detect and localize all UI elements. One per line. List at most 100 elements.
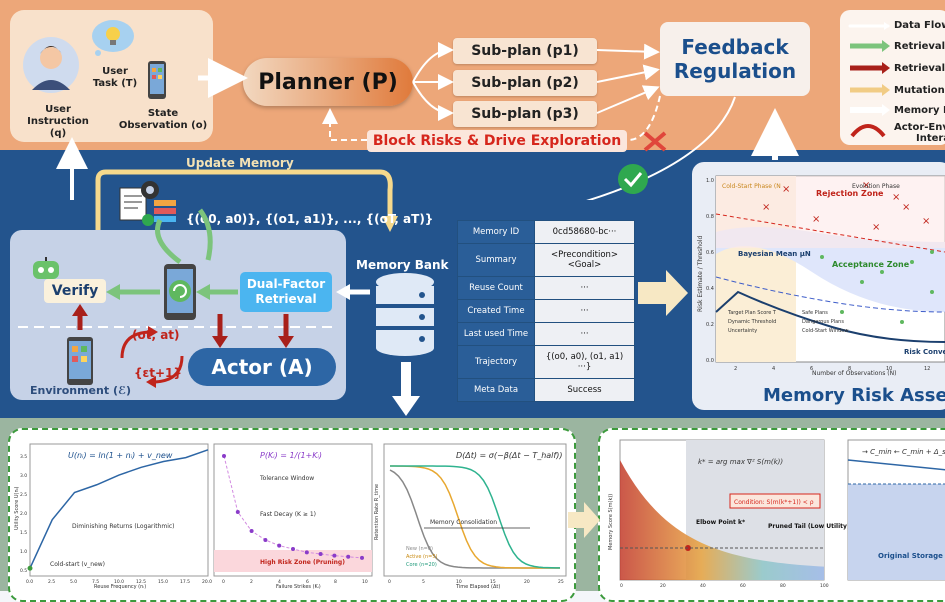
scoring-to-pruning-arrow: [568, 502, 600, 538]
update-memory-arrow: [95, 169, 398, 260]
phone-icon: [148, 61, 166, 99]
dangerous-plan-point: ×: [892, 192, 900, 203]
original-storage-area: [848, 484, 945, 580]
penalty-formula: P(Kᵢ) = 1/(1+Kᵢ): [260, 451, 322, 460]
acceptance-zone-label: Acceptance Zone: [832, 260, 910, 269]
evolution-phase-label: Evolution Phase: [852, 183, 900, 190]
legend-retrieval-red: Retrieval: [894, 63, 945, 74]
risk-y-tick: 0.6: [706, 250, 714, 256]
trajectory-sequence: {(o0, a0)}, {(o1, a1)}, ..., {(oT, aT)}: [186, 212, 434, 226]
cold-start-label: Cold-start (v_new): [50, 561, 105, 568]
safe-plan-point: [860, 280, 864, 284]
subplan-1: Sub-plan (p1): [453, 38, 597, 64]
user-task-label: User Task (T): [92, 66, 138, 89]
cold-start-phase-label: Cold-Start Phase (N: [722, 183, 781, 190]
pruned-tail-label: Pruned Tail (Low Utility): [768, 523, 850, 530]
score-area: [620, 460, 824, 580]
penalty-x-tick: 6: [306, 579, 309, 585]
legend-actor-env: Actor-Env: [894, 122, 945, 133]
utility-x-tick: 15.0: [158, 579, 168, 585]
safe-plan-point: [930, 250, 934, 254]
retention-legend-entry: Active (n=5): [406, 554, 438, 560]
safe-plan-point: [880, 270, 884, 274]
capacity-formula: → C_min ← C_min + Δ_step: [862, 448, 945, 456]
safe-plan-point: [840, 310, 844, 314]
retention-x-tick: 15: [490, 579, 496, 585]
bayesian-mean-line: [715, 276, 945, 313]
utility-y-tick: 3.0: [20, 473, 27, 479]
safe-plan-point: [820, 255, 824, 259]
check-icon: [618, 164, 648, 194]
table-row: Created Time···: [457, 299, 635, 323]
subplan-3: Sub-plan (p3): [453, 101, 597, 127]
risk-y-tick: 0.0: [706, 358, 714, 364]
score-x-tick: 40: [700, 583, 706, 589]
env-phone-icon: [67, 337, 93, 385]
user-instruction-label: User Instruction (q): [27, 104, 89, 139]
risk-y-tick: 0.2: [706, 322, 714, 328]
condition-label: Condition: S(m(k*+1)) < ρ: [734, 499, 814, 506]
dangerous-plan-point: ×: [902, 202, 910, 213]
risk-legend-entry: Target Plan Score T: [727, 310, 777, 316]
utility-y-tick: 1.5: [20, 530, 27, 536]
utility-y-tick: 3.5: [20, 454, 27, 460]
table-to-risk-arrow: [638, 270, 688, 316]
environment-divider: [18, 326, 338, 328]
table-key: Reuse Count: [457, 276, 535, 300]
utility-y-tick: 2.0: [20, 511, 27, 517]
legend-mutation: Mutation a: [894, 85, 945, 96]
utility-x-tick: 10.0: [114, 579, 124, 585]
table-value: ···: [534, 276, 635, 300]
utility-y-tick: 2.5: [20, 492, 27, 498]
condition-box: [729, 493, 821, 509]
risk-y-axis-label: Risk Estimate / Threshold: [697, 236, 704, 312]
utility-formula: U(nᵢ) = ln(1 + nᵢ) + v_new: [68, 451, 173, 460]
dangerous-plan-point: ×: [862, 180, 870, 191]
retention-legend-entry: Core (n=20): [406, 562, 437, 568]
legend-arrow-icons: [848, 22, 890, 138]
utility-y-axis-label: Utility Score U(nᵢ): [14, 486, 20, 530]
risk-x-tick: 8: [848, 366, 851, 372]
risk-x-tick: 2: [734, 366, 737, 372]
table-value: {(o0, a0), (o1, a1) ···}: [534, 345, 635, 379]
legend-data-flow: Data Flow: [894, 20, 945, 31]
feedback-regulation-node: Feedback Regulation: [660, 22, 810, 96]
score-y-axis-label: Memory Score S(m(k)): [608, 494, 614, 550]
utility-x-tick: 12.5: [136, 579, 146, 585]
table-value: ···: [534, 322, 635, 346]
risk-y-tick: 1.0: [706, 178, 714, 184]
database-icon: [376, 273, 434, 356]
memory-consolidation-label: Memory Consolidation: [430, 519, 497, 526]
dynamic-threshold-line: [715, 213, 945, 253]
uncertainty-band: [716, 227, 945, 312]
retention-x-tick: 20: [524, 579, 530, 585]
penalty-point: [235, 510, 240, 514]
environment-label: Environment (ℰ): [30, 384, 132, 397]
original-storage-label: Original Storage: [878, 552, 943, 560]
risk-y-tick: 0.8: [706, 214, 714, 220]
penalty-x-axis-label: Failure Strikes (Kᵢ): [276, 584, 321, 590]
penalty-point: [346, 554, 351, 559]
legend-memory-flow: Memory F: [894, 105, 945, 116]
dangerous-plan-point: ×: [762, 202, 770, 213]
robot-icon: [33, 257, 59, 279]
safe-plan-point: [900, 320, 904, 324]
penalty-x-tick: 2: [250, 579, 253, 585]
env-flow-arrows: [72, 208, 420, 416]
table-row: Last used Time···: [457, 322, 635, 346]
penalty-point: [263, 538, 268, 542]
utility-x-axis-label: Reuse Frequency (nᵢ): [94, 584, 146, 590]
score-x-tick: 80: [780, 583, 786, 589]
utility-curve: [29, 449, 209, 569]
table-key: Trajectory: [457, 345, 535, 379]
penalty-point: [332, 553, 337, 558]
retention-x-tick: 25: [558, 579, 564, 585]
risk-x-tick: 6: [810, 366, 813, 372]
risk-assessment-title: Memory Risk Asses: [763, 385, 945, 406]
phone-refresh-icon: [164, 264, 196, 320]
